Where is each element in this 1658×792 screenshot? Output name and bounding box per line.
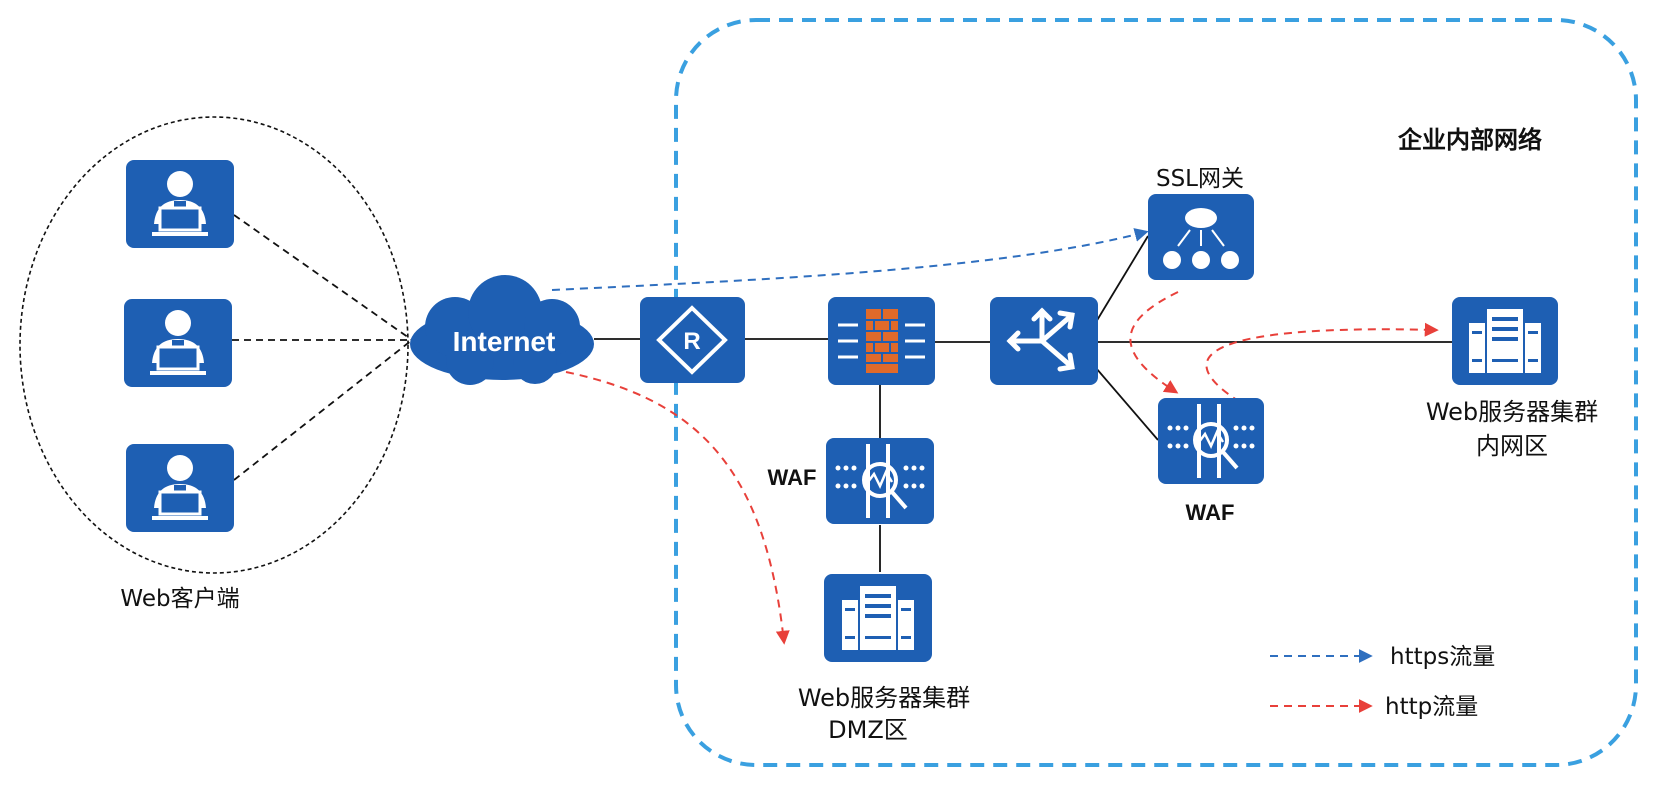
waf-dmz-label: WAF — [768, 465, 817, 490]
switch-icon — [990, 297, 1098, 385]
router: R — [640, 297, 745, 383]
cloud-icon — [410, 275, 594, 385]
svg-text:R: R — [683, 328, 700, 355]
internal-servers-label-line1: Web服务器集群 — [1426, 398, 1598, 426]
core-switch — [990, 297, 1098, 385]
ssl-gateway — [1148, 194, 1254, 280]
legend: https流量 http流量 — [1270, 644, 1495, 720]
zone-title: 企业内部网络 — [1398, 126, 1542, 154]
internet-cloud: Internet — [410, 275, 594, 385]
https-flow-path — [551, 228, 1149, 291]
clients-label: Web客户端 — [120, 586, 239, 612]
http-flow-waf-servers-path — [1205, 322, 1439, 403]
enterprise-zone-border — [674, 18, 1638, 767]
firewall-icon — [828, 297, 935, 385]
client-links — [232, 214, 413, 481]
dmz-servers-label-line2: DMZ区 — [828, 716, 908, 744]
ssl-gateway-label: SSL网关 — [1156, 166, 1244, 192]
user-laptop-icon — [126, 160, 234, 248]
internal-server-cluster — [1452, 297, 1558, 385]
client-2 — [124, 299, 232, 387]
server-cluster-icon — [1452, 297, 1558, 385]
client-1 — [126, 160, 234, 248]
legend-http-label: http流量 — [1385, 694, 1478, 720]
waf-internal-label: WAF — [1186, 500, 1235, 525]
internet-label: Internet — [453, 326, 556, 357]
http-flow-ssl-waf-path — [1129, 291, 1179, 394]
http-flow-dmz-path — [565, 371, 790, 645]
client-link-3 — [233, 339, 413, 481]
ssl-gateway-icon — [1148, 194, 1254, 280]
dmz-servers-label-line1: Web服务器集群 — [798, 684, 970, 712]
router-icon: R — [640, 297, 745, 383]
user-laptop-icon — [124, 299, 232, 387]
legend-https-label: https流量 — [1390, 644, 1495, 670]
link-switch-waf — [1095, 367, 1159, 441]
internal-servers-label-line2: 内网区 — [1476, 432, 1548, 460]
firewall — [828, 297, 935, 385]
waf-icon — [826, 438, 934, 524]
client-3 — [126, 444, 234, 532]
waf-icon — [1158, 398, 1264, 484]
clients-ellipse — [19, 116, 409, 574]
server-cluster-icon — [824, 574, 932, 662]
solid-links — [594, 235, 1452, 572]
waf-dmz — [826, 438, 934, 524]
user-laptop-icon — [126, 444, 234, 532]
dmz-server-cluster — [824, 574, 932, 662]
waf-internal — [1158, 398, 1264, 484]
link-switch-ssl — [1095, 235, 1149, 323]
client-link-1 — [233, 214, 413, 341]
